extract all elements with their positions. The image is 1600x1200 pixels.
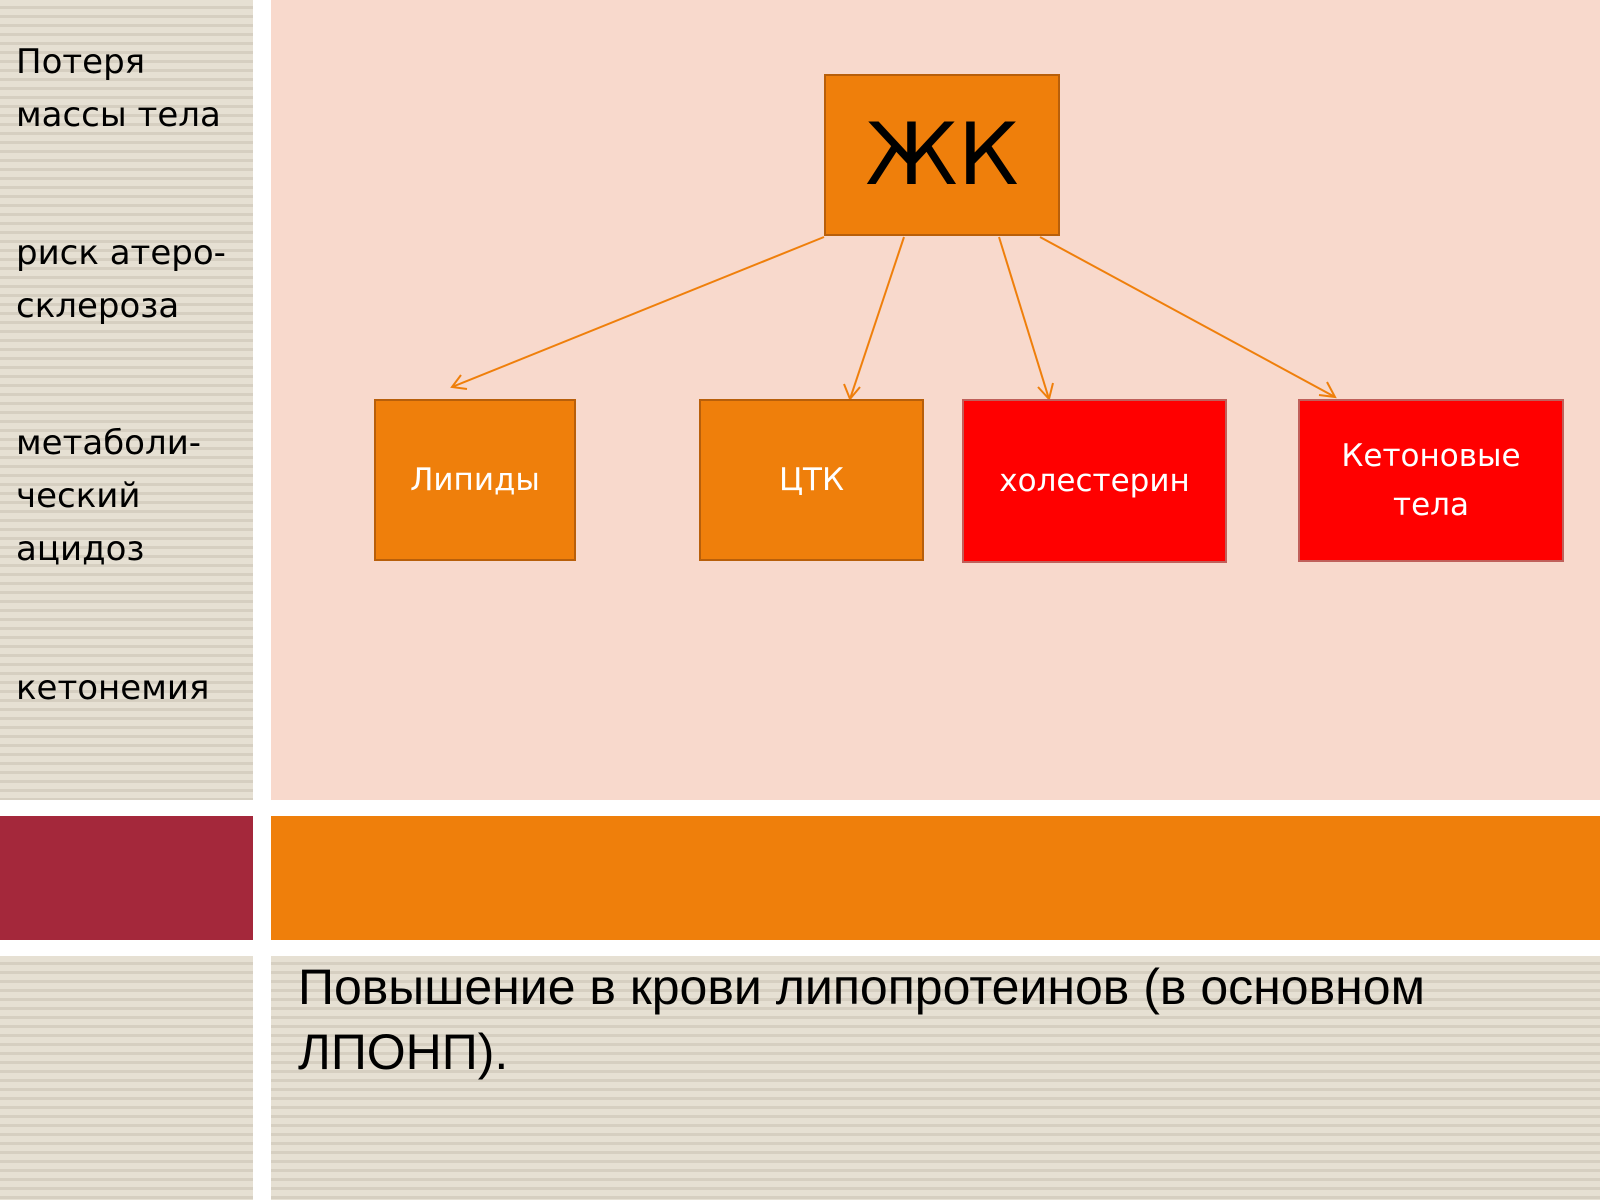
node-cholesterol: холестерин: [962, 399, 1227, 563]
sidebar-item-atherosclerosis-risk: риск атеро- склероза: [16, 233, 226, 326]
sidebar-bottom-panel: [0, 956, 253, 1200]
diagram-arrows: [450, 236, 1337, 402]
node-zk: ЖК: [824, 74, 1060, 236]
arrowhead-keto: [1318, 381, 1337, 399]
arrow-to-lipidy: [451, 236, 825, 388]
arrow-to-keto: [1039, 236, 1336, 398]
sidebar-item-metabolic-acidosis: метаболи- ческий ацидоз: [16, 423, 202, 569]
node-lipidy: Липиды: [374, 399, 576, 561]
node-ketone-bodies: Кетоновые тела: [1298, 399, 1564, 562]
content-bottom-panel: [271, 956, 1600, 1200]
arrow-to-chol: [998, 236, 1050, 400]
node-ctk: ЦТК: [699, 399, 924, 561]
arrowhead-lipidy: [450, 374, 468, 390]
accent-bar-left: [0, 816, 253, 940]
accent-bar-main: [271, 816, 1600, 940]
sidebar-item-ketonemia: кетонемия: [16, 668, 210, 708]
arrow-to-ctk: [849, 236, 905, 400]
sidebar-item-weight-loss: Потеря массы тела: [16, 42, 221, 135]
footer-text: Повышение в крови липопротеинов (в основ…: [298, 959, 1425, 1080]
sidebar-panel: Потеря массы тела риск атеро- склероза м…: [0, 0, 253, 800]
